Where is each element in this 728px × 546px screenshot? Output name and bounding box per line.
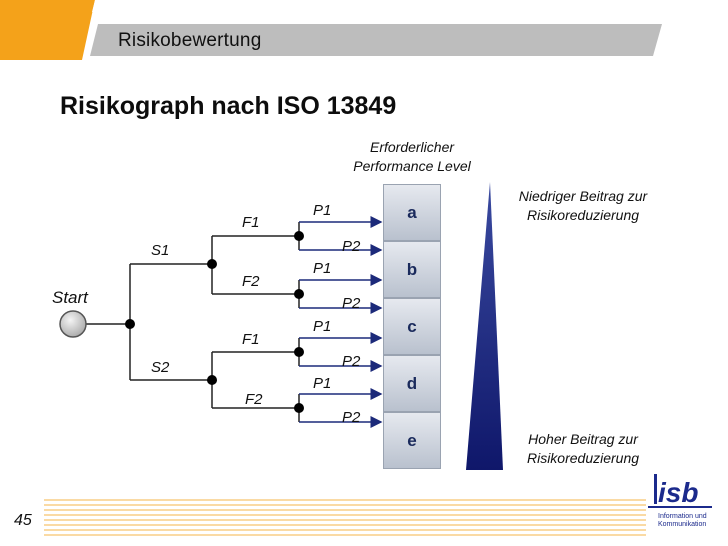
f2-top-label: F2 [242, 273, 260, 290]
pl-box-e: e [383, 412, 441, 469]
p2-label-2: P2 [342, 295, 361, 312]
note-high-contribution: Hoher Beitrag zur Risikoreduzierung [526, 431, 640, 466]
page-number: 45 [14, 512, 32, 529]
logo-subtext-1: Information und [658, 513, 707, 520]
performance-level-header: Erforderlicher Performance Level [353, 139, 471, 174]
pl-box-a: a [383, 184, 441, 241]
p1-label-2: P1 [313, 260, 332, 277]
logo-text: isb [658, 477, 698, 508]
isb-logo-icon: isb Information und Kommunikation [648, 474, 712, 528]
p1-label-1: P1 [313, 202, 332, 219]
slide-title: Risikograph nach ISO 13849 [60, 92, 397, 120]
isb-logo: isb Information und Kommunikation [648, 474, 712, 534]
p1-label-4: P1 [313, 375, 332, 392]
p2-label-4: P2 [342, 409, 361, 426]
s1-label: S1 [151, 242, 170, 259]
header-bar [0, 0, 728, 60]
f1-bottom-label: F1 [242, 331, 260, 348]
p2-label-3: P2 [342, 353, 361, 370]
f1-top-label: F1 [242, 214, 260, 231]
p1-label-3: P1 [313, 318, 332, 335]
s2-label: S2 [151, 359, 170, 376]
logo-subtext-2: Kommunikation [658, 521, 706, 528]
section-title: Risikobewertung [118, 30, 262, 51]
pl-box-c: c [383, 298, 441, 355]
p2-label-1: P2 [342, 238, 361, 255]
pl-box-b: b [383, 241, 441, 298]
note-low-contribution: Niedriger Beitrag zur Risikoreduzierung [518, 188, 648, 223]
f2-bottom-label: F2 [245, 391, 263, 408]
start-label: Start [52, 288, 88, 307]
pl-box-d: d [383, 355, 441, 412]
